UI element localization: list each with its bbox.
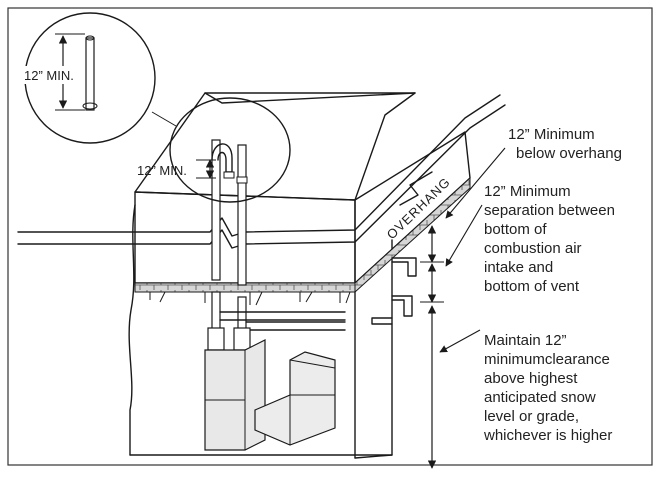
callout-overhang: 12” Minimum below overhang bbox=[508, 126, 622, 162]
snow-leader-arrow bbox=[439, 329, 481, 353]
magnify-leader bbox=[151, 111, 177, 127]
callout-separation-line-4: combustion air bbox=[484, 240, 582, 257]
magnify-circle bbox=[169, 97, 291, 203]
interior-pipes bbox=[207, 291, 346, 351]
right-side-wall bbox=[354, 239, 393, 459]
separation-leader-arrow bbox=[445, 204, 483, 267]
exterior-vent-pipes bbox=[371, 257, 417, 325]
roof-break-zigzag bbox=[399, 171, 433, 206]
inset-pipe-collar bbox=[82, 102, 98, 110]
furnace bbox=[204, 339, 266, 451]
callout-snow-line-4: anticipated snow bbox=[484, 389, 596, 406]
callout-separation-line-5: intake and bbox=[484, 259, 553, 276]
callout-snow-line-6: whichever is higher bbox=[483, 427, 612, 444]
inset-pipe-top bbox=[85, 35, 95, 41]
callout-separation-line-6: bottom of vent bbox=[484, 278, 580, 295]
callout-overhang-line-1: 12” Minimum bbox=[508, 126, 595, 143]
callout-snow-line-1: Maintain 12” bbox=[484, 332, 567, 349]
callout-overhang-line-2: below overhang bbox=[516, 145, 622, 162]
pipe-min-label: 12” MIN. bbox=[137, 163, 187, 178]
callout-separation-line-2: separation between bbox=[484, 202, 615, 219]
roof-pipes bbox=[211, 139, 248, 286]
callout-separation-line-1: 12” Minimum bbox=[484, 183, 571, 200]
callout-separation-line-3: bottom of bbox=[484, 221, 547, 238]
callout-snow-line-2: minimumclearance bbox=[484, 351, 610, 368]
appliance-box bbox=[254, 351, 336, 446]
diagram-frame bbox=[7, 7, 653, 466]
roof-ridge bbox=[204, 92, 416, 104]
inset-pipe bbox=[85, 37, 95, 111]
callout-snow-line-3: above highest bbox=[484, 370, 578, 387]
inset-min-label: 12” MIN. bbox=[24, 68, 74, 83]
eave-brackets bbox=[149, 291, 351, 306]
eave-side-soffit bbox=[354, 176, 471, 294]
callout-snow-line-5: level or grade, bbox=[484, 408, 579, 425]
callout-separation: 12” Minimum separation between bottom of… bbox=[484, 183, 615, 295]
callout-snow: Maintain 12” minimumclearance above high… bbox=[483, 332, 612, 444]
roof-break-line-top bbox=[17, 94, 501, 237]
overhang-leader-arrow bbox=[445, 147, 506, 219]
inset-label-bg bbox=[22, 66, 80, 84]
left-wall-edge bbox=[128, 204, 136, 456]
